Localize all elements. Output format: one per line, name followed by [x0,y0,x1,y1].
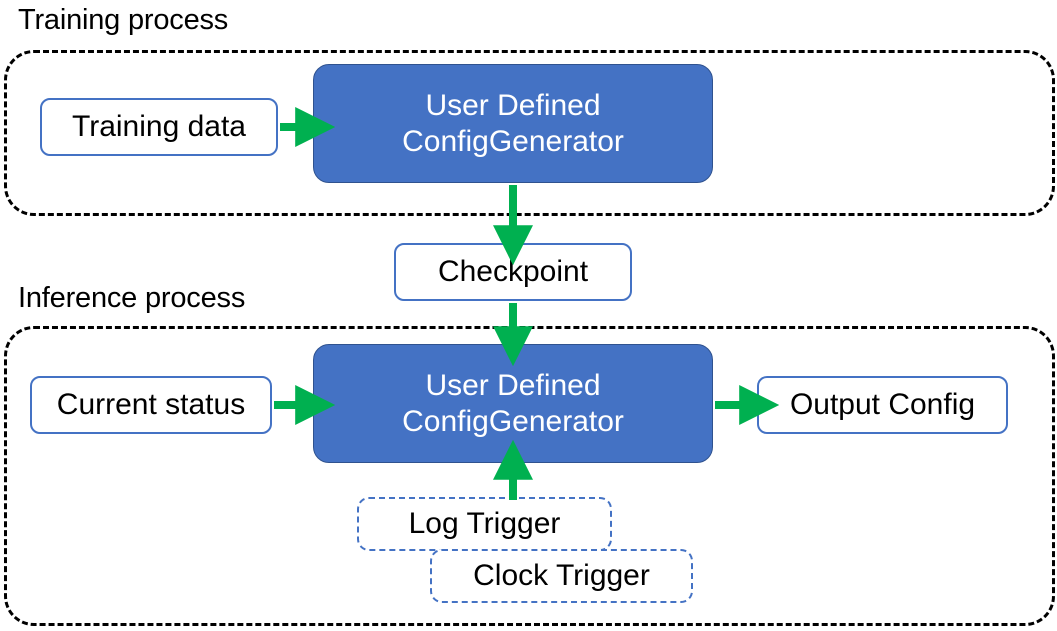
training-process-container [4,50,1055,216]
checkpoint-box[interactable]: Checkpoint [394,243,632,301]
checkpoint-label: Checkpoint [437,255,589,289]
output-config-box[interactable]: Output Config [757,376,1008,434]
inference-config-generator-box[interactable]: User Defined ConfigGenerator [313,344,713,463]
log-trigger-box[interactable]: Log Trigger [357,497,612,551]
clock-trigger-box[interactable]: Clock Trigger [430,549,693,603]
training-data-label: Training data [72,110,246,144]
inference-generator-label-line2: ConfigGenerator [402,404,624,438]
current-status-box[interactable]: Current status [30,376,272,434]
output-config-label: Output Config [789,388,976,422]
training-generator-label-line1: User Defined [425,89,601,123]
training-generator-label-line2: ConfigGenerator [402,124,624,158]
clock-trigger-label: Clock Trigger [473,559,650,593]
inference-generator-label-line1: User Defined [425,369,601,403]
log-trigger-label: Log Trigger [408,507,561,541]
training-config-generator-box[interactable]: User Defined ConfigGenerator [313,64,713,183]
current-status-label: Current status [56,388,246,422]
training-data-box[interactable]: Training data [40,98,278,156]
training-process-title: Training process [18,4,229,36]
inference-process-title: Inference process [18,282,246,314]
